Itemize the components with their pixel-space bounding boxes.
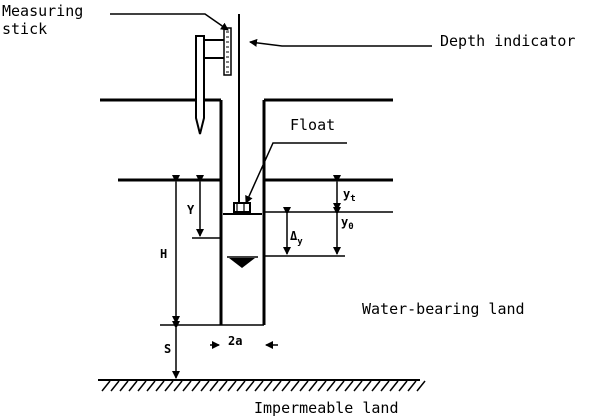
hatch-mark [272,380,282,392]
hatch-mark [119,380,129,392]
hatch-mark [155,380,165,392]
y1-label: yt [343,187,356,204]
delta-y-label: Δy [290,229,303,247]
hatch-mark [191,380,201,392]
hatch-mark [398,380,408,392]
hatch-mark [326,380,336,392]
measuring-stick [223,27,232,76]
s-label: S [164,342,171,356]
float-label: Float [290,116,335,134]
h-label: H [160,247,167,261]
water-surface-symbol [227,256,258,268]
hatch-mark [281,380,291,392]
float-leader [245,142,347,204]
two-a-label: 2a [228,334,242,348]
hatch-mark [227,380,237,392]
hatch-mark [317,380,327,392]
measuring-stick-label-1: Measuring [2,2,83,20]
hatch-mark [416,380,426,392]
hatch-mark [101,380,111,392]
impermeable-land-label: Impermeable land [254,399,399,417]
auger-hole [219,100,266,326]
hatch-mark [200,380,210,392]
hatch-mark [335,380,345,392]
hatch-mark [182,380,192,392]
support-stake [195,35,224,135]
float [223,202,262,215]
dimension-h [160,175,221,326]
hatch-mark [371,380,381,392]
hatch-mark [146,380,156,392]
hatch-mark [380,380,390,392]
hatch-mark [173,380,183,392]
hatch-mark [128,380,138,392]
y-label: Y [187,203,195,217]
y0-label: y0 [341,215,354,232]
depth-indicator-label: Depth indicator [440,32,575,50]
measuring-stick-leader [110,13,229,31]
hatch-mark [308,380,318,392]
water-bearing-land-label: Water-bearing land [362,300,525,318]
measuring-stick-label-2: stick [2,20,47,38]
dimension-y [192,175,221,239]
hatch-mark [299,380,309,392]
hatch-mark [254,380,264,392]
hatch-mark [344,380,354,392]
hatch-mark [164,380,174,392]
hatch-mark [353,380,363,392]
hatch-mark [218,380,228,392]
impermeable-layer [98,379,426,392]
hatch-mark [263,380,273,392]
hatch-mark [407,380,417,392]
hatch-mark [137,380,147,392]
hatch-mark [236,380,246,392]
hatch-mark [290,380,300,392]
hatch-mark [362,380,372,392]
depth-indicator-leader [249,38,432,47]
hatch-mark [245,380,255,392]
hatch-mark [389,380,399,392]
hatch-mark [110,380,120,392]
hatch-mark [209,380,219,392]
